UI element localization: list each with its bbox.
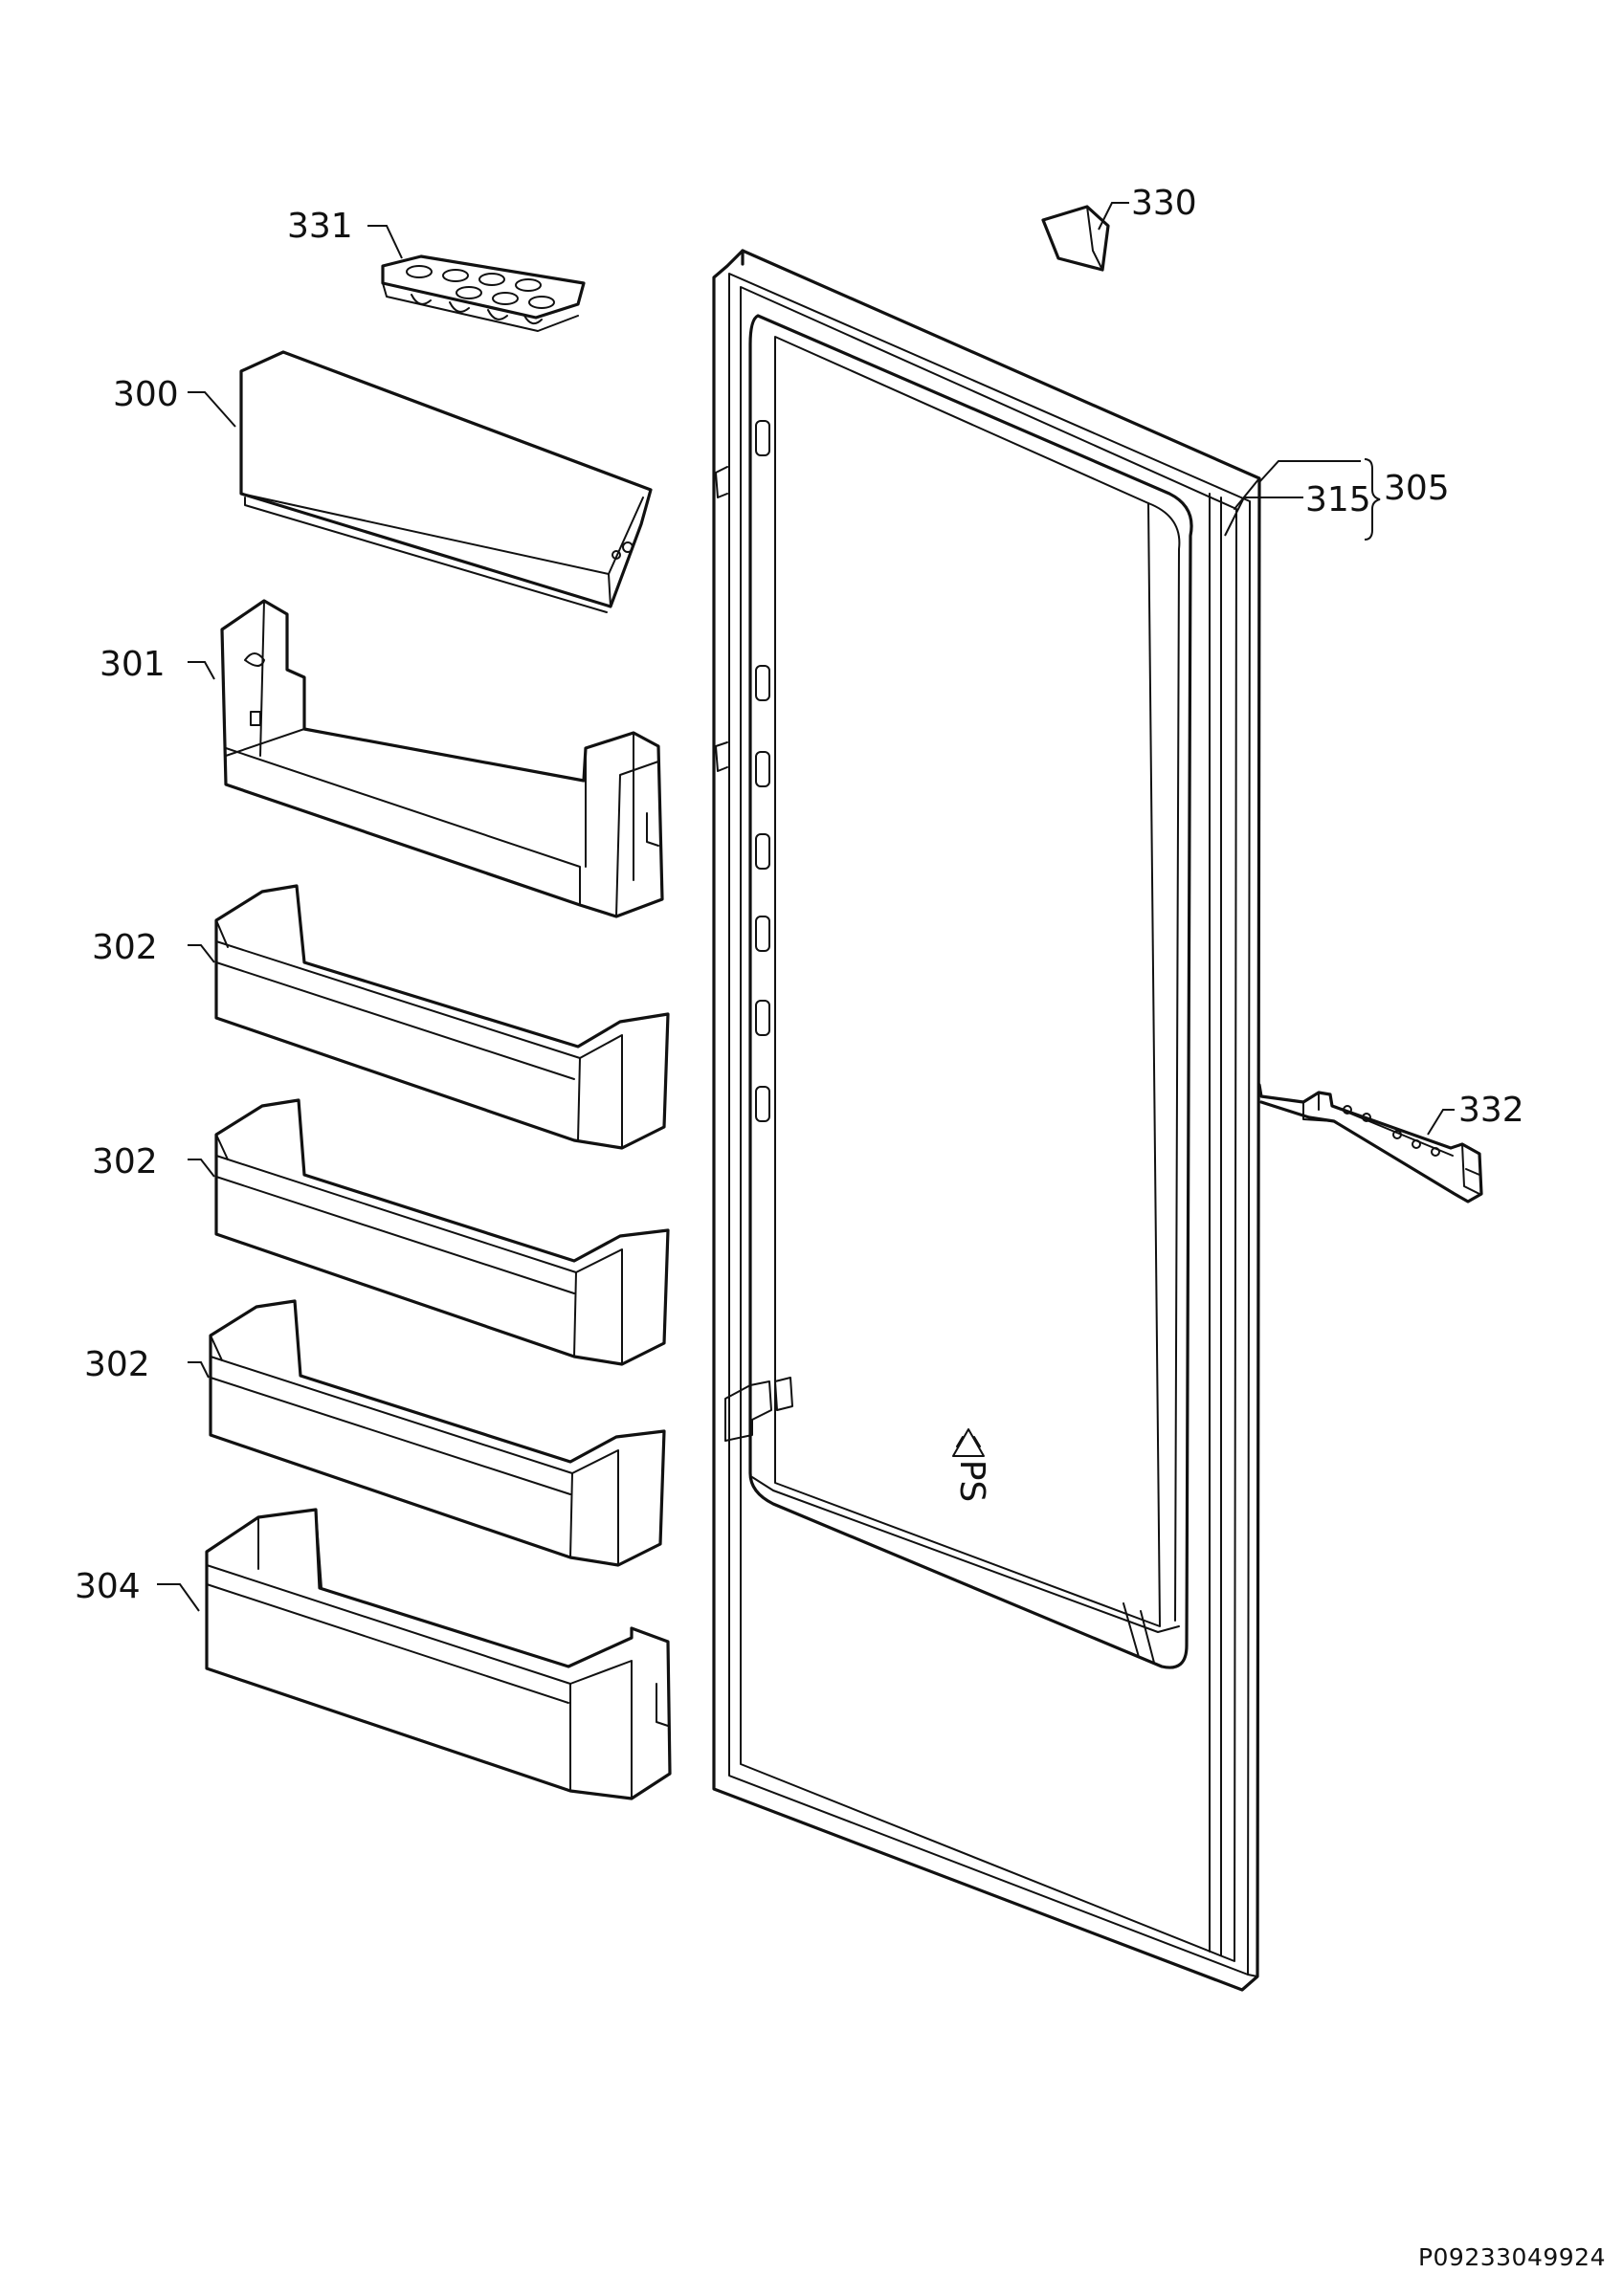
callout-labels: 331 330 300 301 302 302 302 304 305 315 … (75, 184, 1524, 1606)
egg-tray-part (381, 254, 586, 332)
callout-332: 332 (1458, 1091, 1524, 1130)
door-shelf-part-a (214, 884, 670, 1150)
callout-304: 304 (75, 1567, 141, 1606)
lidded-shelf-part (239, 350, 653, 613)
bottle-shelf-part (205, 1508, 672, 1800)
light-cover-part (1041, 205, 1110, 272)
callout-302-c: 302 (84, 1345, 150, 1384)
door-shelf-part-c (209, 1299, 666, 1567)
callout-331: 331 (287, 207, 353, 246)
callout-301: 301 (100, 645, 166, 684)
callout-305: 305 (1384, 469, 1450, 508)
callout-302-a: 302 (92, 928, 158, 967)
recycle-code-label: PS (952, 1460, 991, 1503)
door-assembly-part: PS (712, 249, 1261, 1992)
hinge-bracket-part (1257, 1083, 1483, 1203)
callout-300: 300 (113, 375, 179, 414)
callout-315: 315 (1305, 480, 1371, 519)
leader-lines (157, 202, 1455, 1612)
callout-330: 330 (1131, 184, 1197, 223)
door-shelf-tall-part (220, 599, 664, 918)
callout-302-b: 302 (92, 1142, 158, 1181)
document-code: P09233049924 (1417, 2243, 1606, 2271)
recycle-mark-icon (952, 1428, 985, 1457)
door-shelf-part-b (214, 1098, 670, 1366)
